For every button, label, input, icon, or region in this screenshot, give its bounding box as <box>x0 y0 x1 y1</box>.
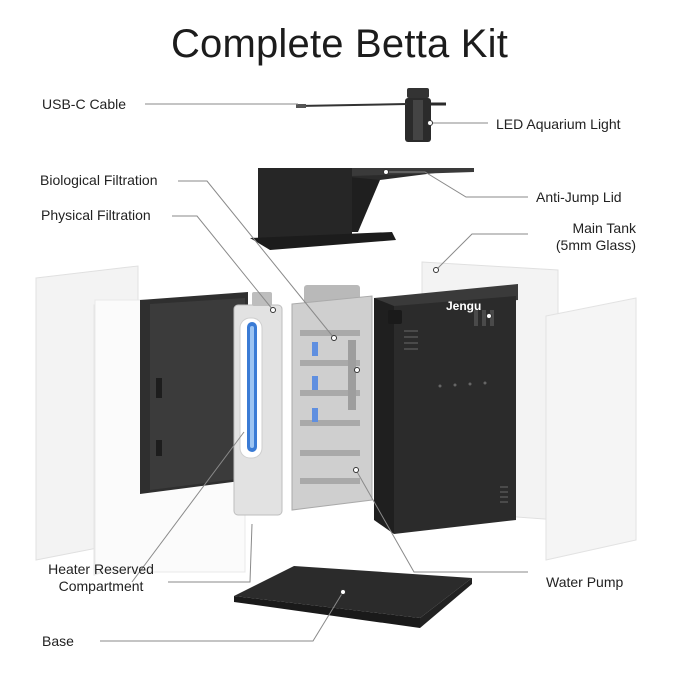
label-water-pump: Water Pump <box>546 574 624 590</box>
label-heater-compartment: Heater Reserved Compartment <box>38 561 164 595</box>
callout-dots <box>270 120 492 595</box>
base-plate <box>234 566 472 628</box>
label-main-tank-line1: Main Tank <box>572 220 636 236</box>
label-base: Base <box>42 633 74 649</box>
label-main-tank-line2: (5mm Glass) <box>555 237 636 253</box>
filter-cartridge <box>291 285 373 511</box>
label-physical-filtration: Physical Filtration <box>41 207 151 223</box>
usb-cable-icon <box>296 103 408 108</box>
brand-mark: Jengu <box>446 299 481 313</box>
label-usb-cable: USB-C Cable <box>42 96 127 112</box>
page-title: Complete Betta Kit <box>170 22 509 66</box>
anti-jump-lid-shape <box>250 168 474 250</box>
heater-compartment <box>233 292 283 516</box>
label-main-tank: Main Tank (5mm Glass) <box>530 220 636 254</box>
label-heater-line2: Compartment <box>58 578 144 594</box>
label-led-light: LED Aquarium Light <box>496 116 621 132</box>
callout-lines <box>100 103 528 642</box>
label-anti-jump-lid: Anti-Jump Lid <box>536 189 622 205</box>
label-heater-line1: Heater Reserved <box>48 561 154 577</box>
led-lamp-icon <box>405 88 446 142</box>
label-biological-filtration: Biological Filtration <box>40 172 158 188</box>
pump-module <box>374 284 518 534</box>
back-panel <box>140 292 248 494</box>
